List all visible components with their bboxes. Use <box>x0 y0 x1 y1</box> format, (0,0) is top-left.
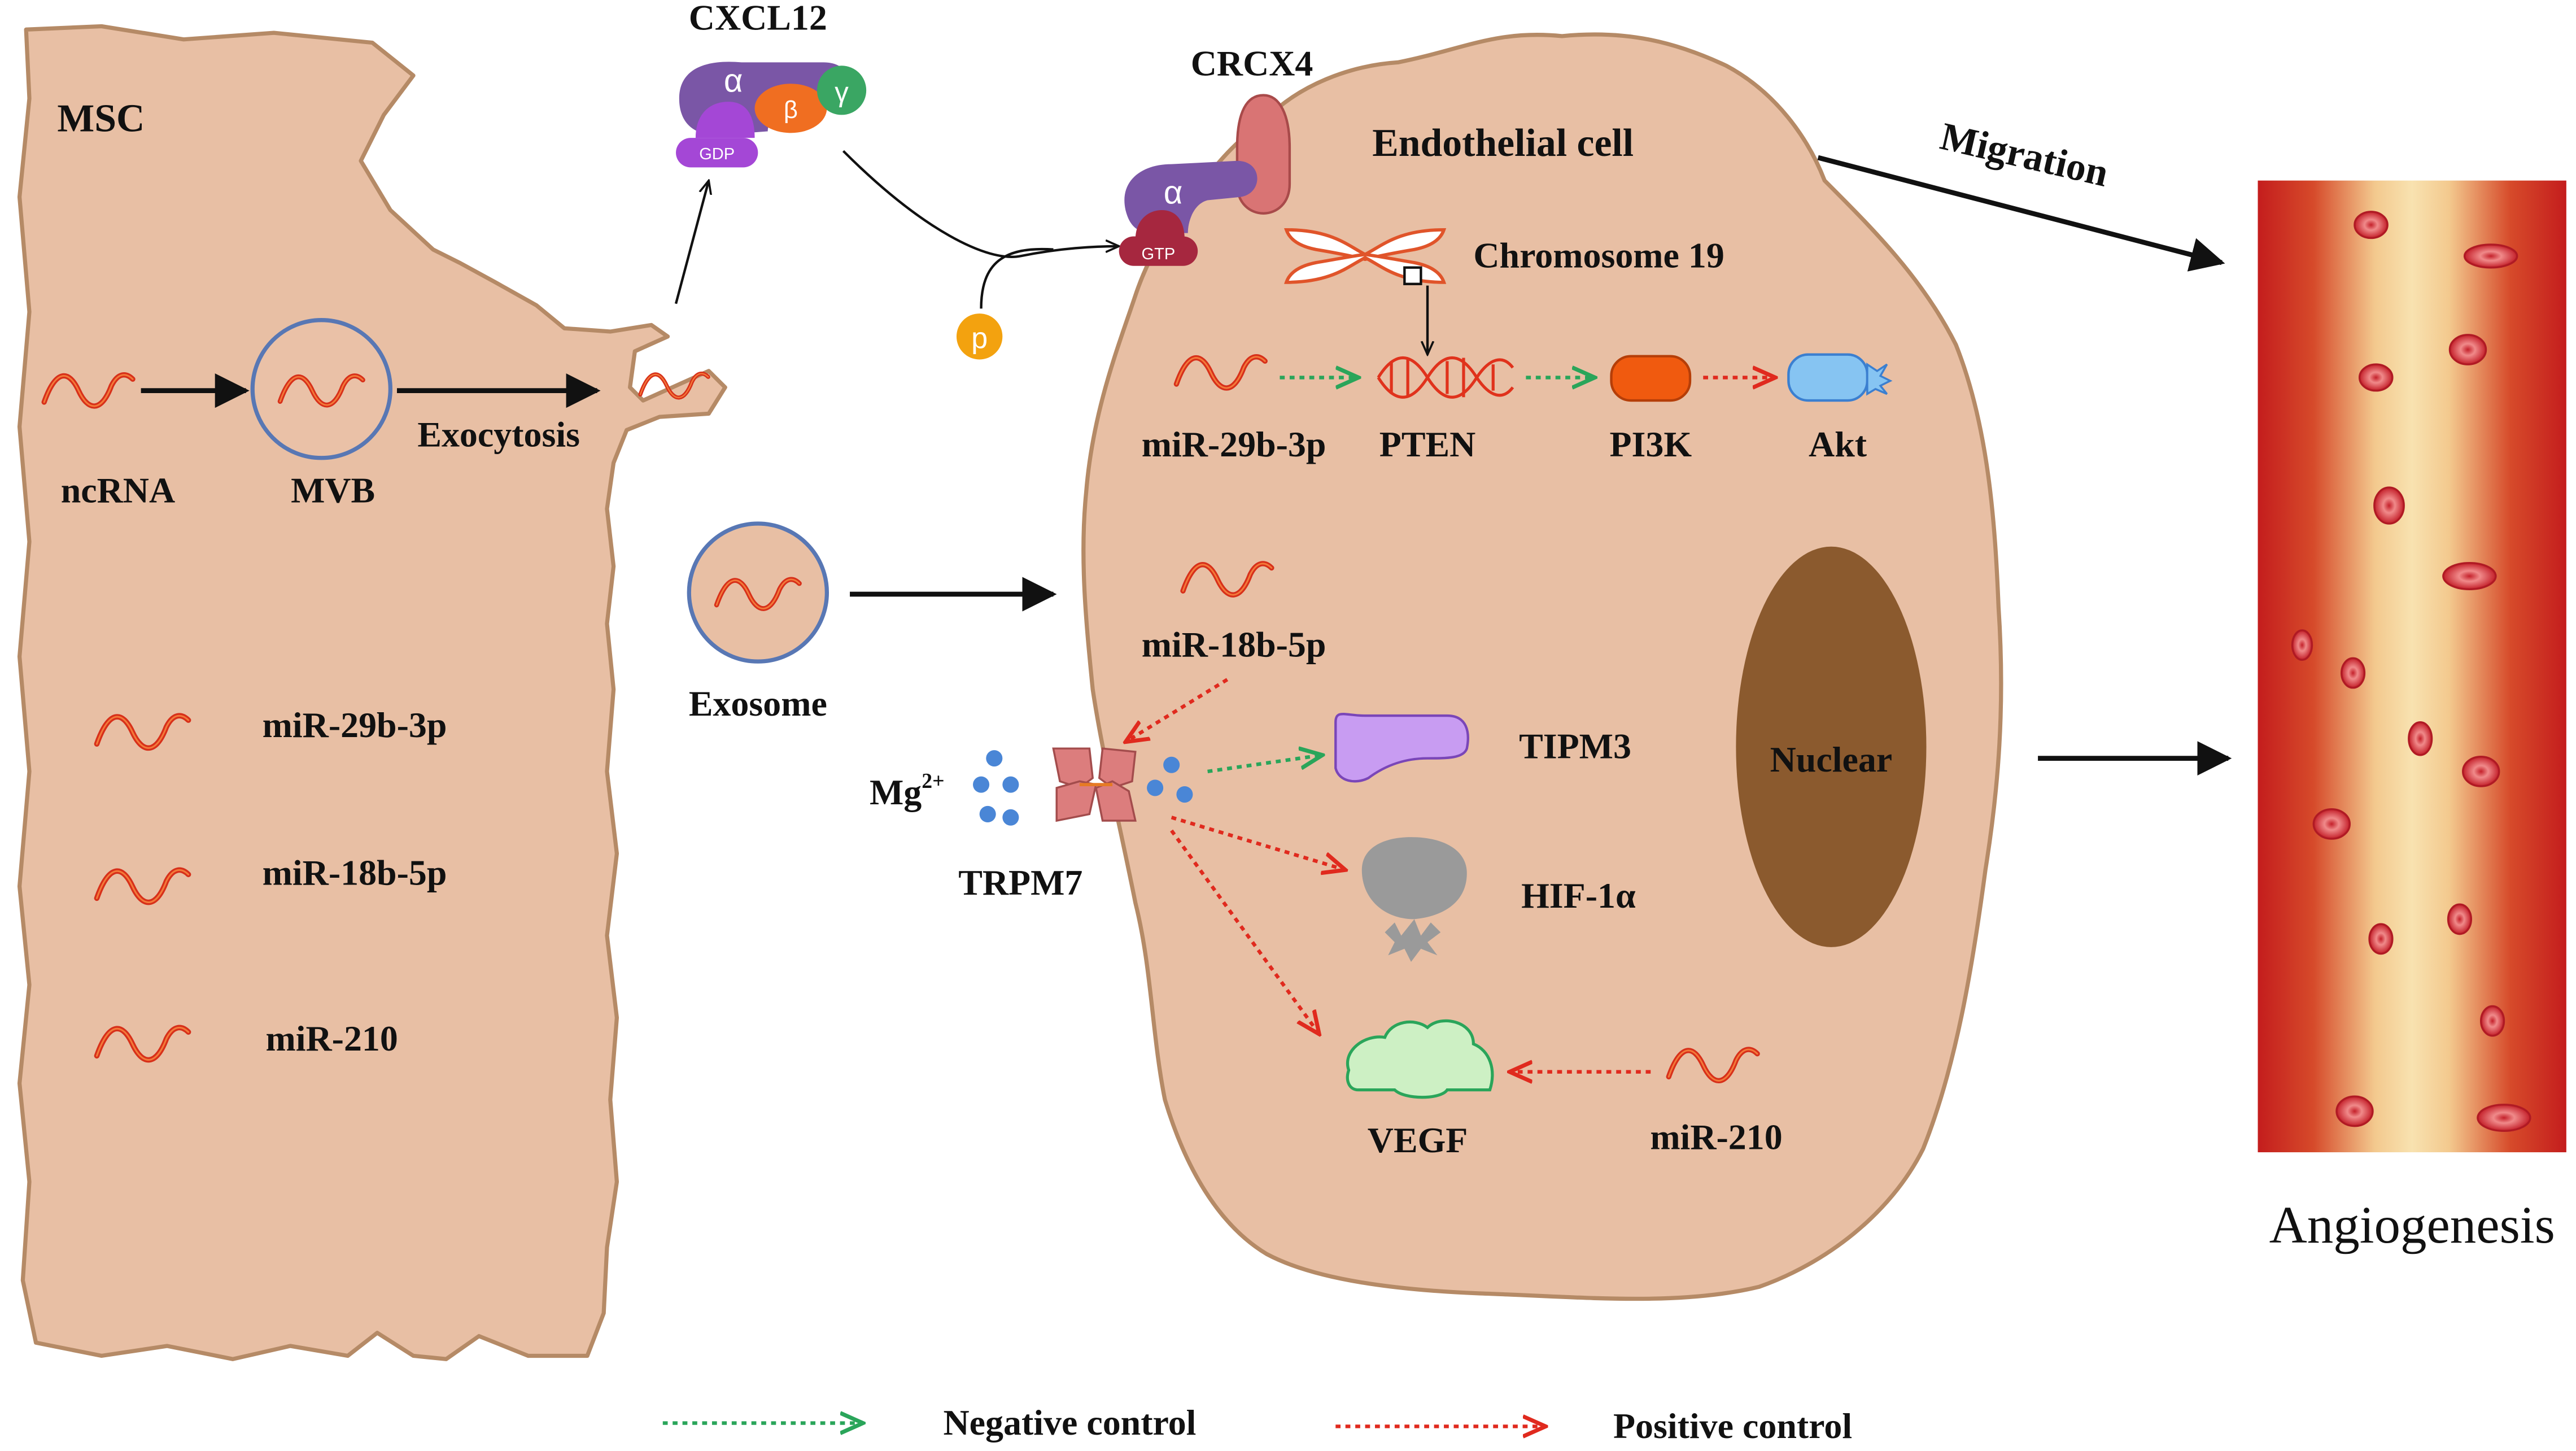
hif1a-label: HIF-1α <box>1521 875 1636 916</box>
phosphate-arrow <box>980 247 1054 309</box>
mir18b-right-label: miR-18b-5p <box>1142 624 1326 664</box>
migration-label: Migration <box>1936 115 2112 195</box>
trpm7-to-vegf-positive <box>1170 829 1320 1034</box>
endothelial-label: Endothelial cell <box>1372 121 1634 165</box>
mir210-right-label: miR-210 <box>1650 1117 1782 1157</box>
crcx4-label: CRCX4 <box>1191 43 1313 84</box>
svg-text:α: α <box>1164 174 1183 211</box>
cxcl12-g-protein: α β γ GDP <box>676 62 867 168</box>
exosome-label: Exosome <box>689 683 827 724</box>
mvb-label: MVB <box>291 470 375 510</box>
phosphate-icon <box>956 313 1003 360</box>
cxcl12-label: CXCL12 <box>689 0 827 37</box>
legend: Negative control Positive control <box>662 1402 1852 1446</box>
blood-vessel <box>2258 180 2566 1153</box>
trpm7-channel-icon <box>1052 747 1137 822</box>
tipm3-label: TIPM3 <box>1519 726 1631 766</box>
trpm7-label: TRPM7 <box>958 862 1082 903</box>
mir18b-left-label: miR-18b-5p <box>263 852 447 892</box>
svg-text:γ: γ <box>835 77 849 108</box>
pi3k-label: PI3K <box>1609 424 1692 464</box>
mg-ions-inside <box>1147 756 1193 803</box>
svg-text:GDP: GDP <box>699 145 735 163</box>
phosphate-label: p <box>971 322 988 355</box>
vegf-icon <box>1346 1019 1494 1099</box>
mir29b-right-label: miR-29b-3p <box>1142 424 1326 464</box>
legend-negative-label: Negative control <box>944 1402 1197 1443</box>
akt-label: Akt <box>1809 424 1867 464</box>
mir210-left-label: miR-210 <box>265 1018 398 1058</box>
cxcl12-to-receptor-arrow <box>842 150 1119 258</box>
mg-ions-outside <box>973 750 1019 826</box>
nucleus <box>1736 546 1927 947</box>
legend-positive-label: Positive control <box>1613 1406 1852 1446</box>
red-blood-cells <box>2291 211 2531 1132</box>
trpm7-to-hif-positive <box>1171 816 1346 870</box>
mir29b-left-label: miR-29b-3p <box>263 705 447 745</box>
exocytosis-label: Exocytosis <box>417 414 580 454</box>
bud-to-cxcl12-arrow <box>674 181 709 304</box>
exosome-vesicle <box>687 521 829 664</box>
nuclear-label: Nuclear <box>1770 739 1893 779</box>
pi3k-icon <box>1610 355 1692 402</box>
akt-icon <box>1787 353 1893 402</box>
mvb-vesicle <box>250 318 392 460</box>
crcx4-g-alpha: α GTP <box>1119 160 1258 266</box>
msc-cell-body <box>17 24 727 1361</box>
vegf-label: VEGF <box>1368 1120 1468 1160</box>
svg-text:α: α <box>724 63 743 99</box>
migration-arrow <box>1817 155 2225 272</box>
msc-label: MSC <box>57 97 145 140</box>
hif1a-icon <box>1361 837 1467 962</box>
ncrna-label: ncRNA <box>61 470 175 510</box>
svg-text:GTP: GTP <box>1142 245 1176 263</box>
tipm3-icon <box>1334 713 1469 783</box>
endothelial-cell-body <box>1081 32 2003 1301</box>
chromosome-locus-marker <box>1403 266 1422 285</box>
mg-ion-label: Mg2+ <box>870 769 945 812</box>
angiogenesis-label: Angiogenesis <box>2269 1196 2555 1254</box>
chromosome-label: Chromosome 19 <box>1473 236 1724 276</box>
pten-label: PTEN <box>1379 424 1475 464</box>
mir18b-to-trpm7-positive <box>1125 678 1229 742</box>
pten-dna-icon <box>1377 356 1514 399</box>
svg-text:β: β <box>784 97 798 124</box>
